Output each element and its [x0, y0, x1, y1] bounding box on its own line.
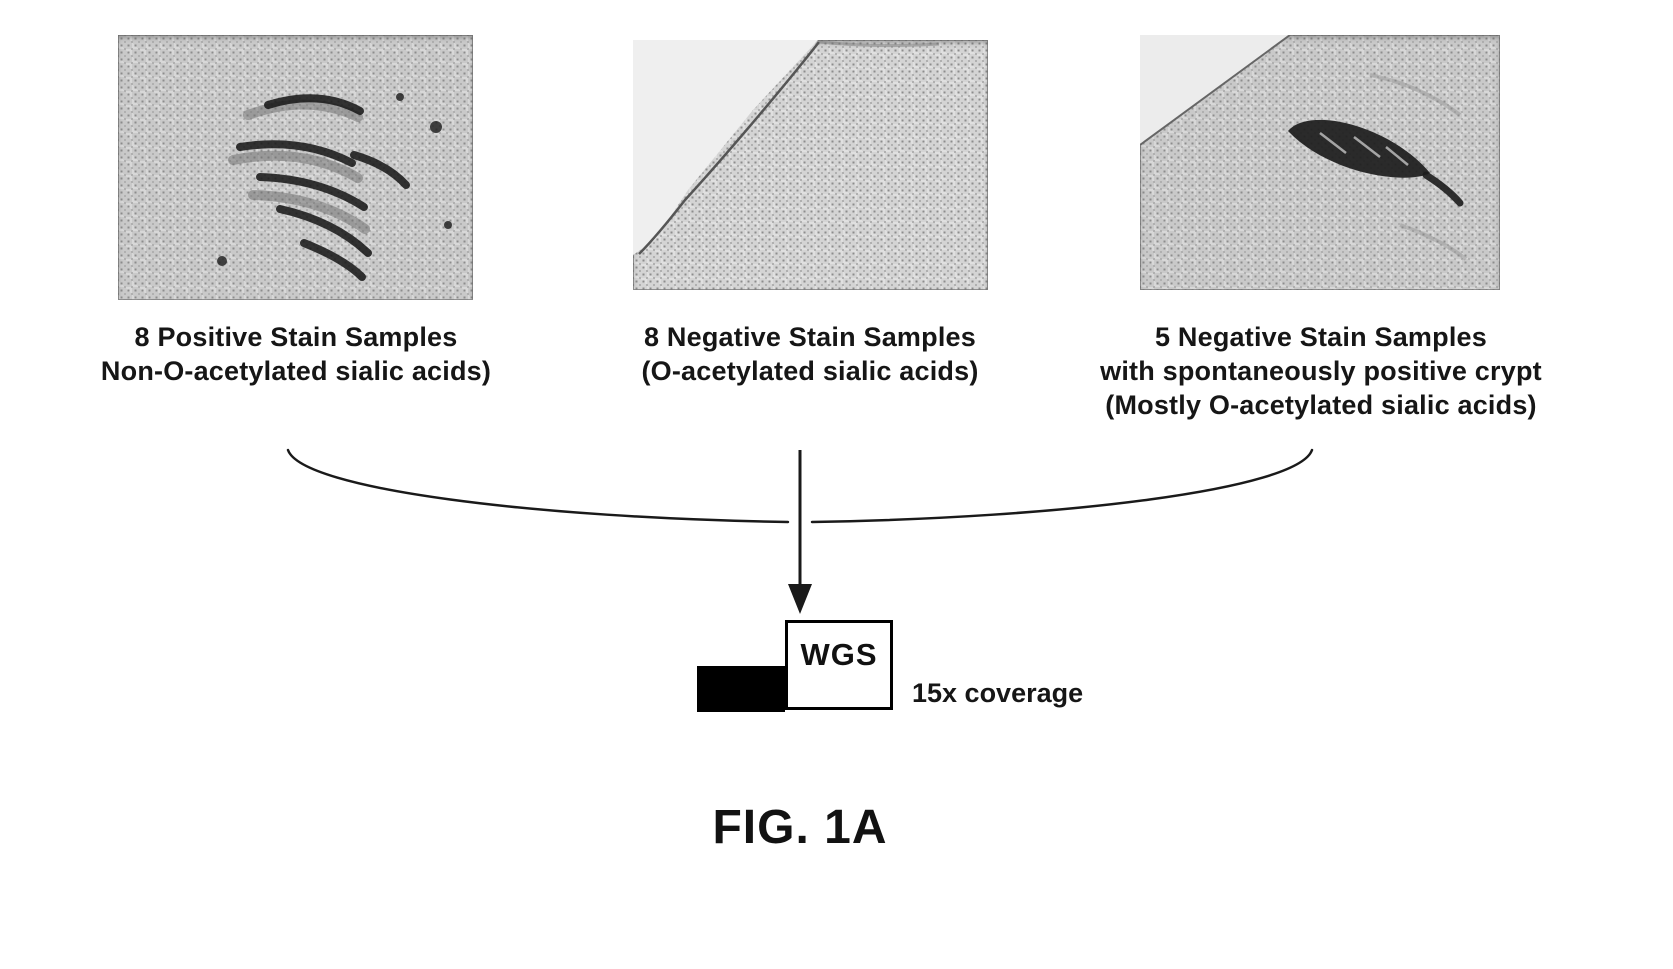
panel-label-positive-stain: 8 Positive Stain Samples Non-O-acetylate… — [56, 320, 536, 388]
figure-caption: FIG. 1A — [712, 801, 888, 854]
tissue-outline — [633, 40, 940, 255]
panel2-label-line2: (O-acetylated sialic acids) — [641, 356, 979, 386]
panel-label-negative-stain-crypt: 5 Negative Stain Samples with spontaneou… — [1056, 320, 1586, 422]
wgs-box-label: WGS — [800, 637, 878, 672]
converge-arrow — [286, 448, 1314, 614]
panel2-label-line1: 8 Negative Stain Samples — [644, 322, 976, 352]
panel-label-negative-stain: 8 Negative Stain Samples (O-acetylated s… — [570, 320, 1050, 388]
panel1-label-line1: 8 Positive Stain Samples — [134, 322, 458, 352]
panel3-label-line1: 5 Negative Stain Samples — [1155, 322, 1487, 352]
wgs-black-bar — [697, 666, 785, 712]
histology-image-negative-stain-crypt — [1140, 35, 1500, 290]
histology-image-negative-stain — [633, 40, 988, 290]
panel3-label-line3: (Mostly O-acetylated sialic acids) — [1105, 390, 1537, 420]
arrowhead-icon — [788, 584, 812, 614]
coverage-label: 15x coverage — [912, 678, 1084, 708]
histology-image-positive-stain — [118, 35, 473, 300]
wgs-box: WGS — [785, 620, 893, 710]
panel1-label-line2: Non-O-acetylated sialic acids) — [100, 356, 492, 386]
crypt-lesion-marks — [1140, 35, 1468, 261]
panel3-label-line2: with spontaneously positive crypt — [1100, 356, 1542, 386]
positive-stain-marks — [217, 93, 452, 281]
